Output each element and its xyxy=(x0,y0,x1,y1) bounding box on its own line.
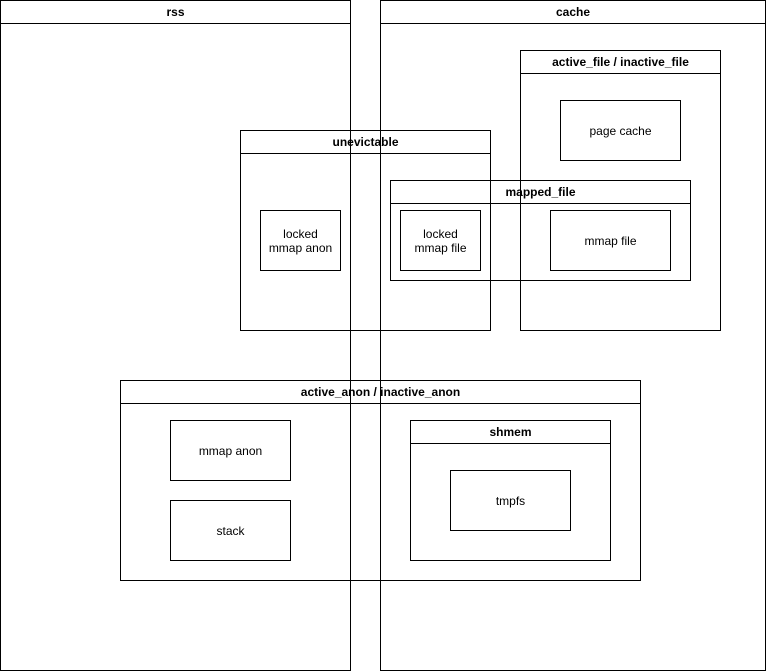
mmap-anon-box: mmap anon xyxy=(170,420,291,481)
mmap-file-label: mmap file xyxy=(584,233,637,248)
tmpfs-label: tmpfs xyxy=(495,493,526,508)
stack-box: stack xyxy=(170,500,291,561)
locked-mmap-file-label: locked mmap file xyxy=(414,226,467,255)
page-cache-label: page cache xyxy=(589,123,652,138)
active-file-group: active_file / inactive_file xyxy=(520,50,721,331)
rss-title: rss xyxy=(1,1,350,24)
locked-mmap-anon-box: locked mmap anon xyxy=(260,210,341,271)
unevictable-group: unevictable xyxy=(240,130,491,331)
page-cache-box: page cache xyxy=(560,100,681,161)
locked-mmap-file-box: locked mmap file xyxy=(400,210,481,271)
mapped-file-title: mapped_file xyxy=(391,181,690,204)
mapped-file-group: mapped_file xyxy=(390,180,691,281)
cache-title: cache xyxy=(381,1,765,24)
locked-mmap-anon-label: locked mmap anon xyxy=(268,226,333,255)
shmem-group: shmem xyxy=(410,420,611,561)
unevictable-title: unevictable xyxy=(241,131,490,154)
mmap-file-box: mmap file xyxy=(550,210,671,271)
active-anon-title: active_anon / inactive_anon xyxy=(121,381,640,404)
mmap-anon-label: mmap anon xyxy=(198,443,263,458)
stack-label: stack xyxy=(216,523,245,538)
tmpfs-box: tmpfs xyxy=(450,470,571,531)
shmem-title: shmem xyxy=(411,421,610,444)
active-anon-group: active_anon / inactive_anon xyxy=(120,380,641,581)
active-file-title: active_file / inactive_file xyxy=(521,51,720,74)
